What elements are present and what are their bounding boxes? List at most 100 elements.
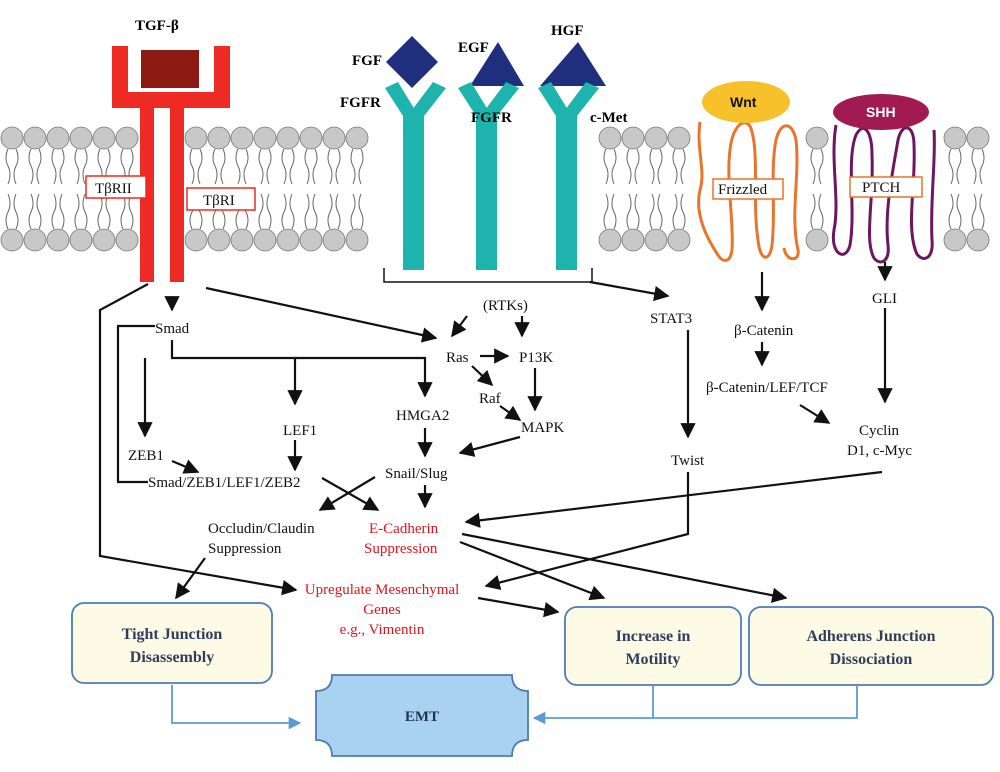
adherens-junction-box: Adherens Junction Dissociation	[748, 606, 994, 686]
lipid-tail	[5, 193, 11, 230]
lipid-tail	[634, 148, 640, 185]
tight-junction-line1: Tight Junction	[122, 626, 223, 643]
lipid-tail	[74, 193, 80, 230]
shh-ptch	[831, 94, 936, 264]
upregulate-line1: Upregulate Mesenchymal	[305, 582, 460, 598]
hgf-label: HGF	[551, 23, 584, 39]
lipid-tail	[82, 148, 88, 185]
phospholipid-head	[345, 126, 369, 150]
zeb1-node: ZEB1	[128, 448, 164, 464]
tgf-beta-receptor	[85, 46, 256, 282]
lipid-tail	[818, 193, 824, 230]
lipid-tail	[235, 148, 241, 185]
lipid-tail	[258, 148, 264, 185]
lipid-tail	[189, 148, 195, 185]
adherens-line2: Dissociation	[830, 651, 913, 668]
lipid-tail	[626, 193, 632, 230]
phospholipid-head	[92, 228, 116, 252]
lipid-tail	[818, 148, 824, 185]
ptch-label: PTCH	[862, 180, 901, 196]
lipid-tail	[948, 193, 954, 230]
phospholipid-head	[92, 126, 116, 150]
lipid-tail	[28, 193, 34, 230]
phospholipid-head	[115, 228, 139, 252]
phospholipid-head	[253, 228, 277, 252]
lipid-tail	[13, 148, 19, 185]
lipid-tail	[603, 148, 609, 185]
phospholipid-head	[598, 228, 622, 252]
lipid-tail	[603, 193, 609, 230]
lipid-tail	[105, 193, 111, 230]
phospholipid-head	[69, 126, 93, 150]
lipid-tail	[350, 148, 356, 185]
phospholipid-head	[621, 228, 645, 252]
lipid-tail	[51, 193, 57, 230]
lipid-tail	[335, 148, 341, 185]
lipid-tail	[327, 193, 333, 230]
emt-box: EMT	[315, 674, 529, 757]
phospholipid-head	[667, 228, 691, 252]
snail-slug-node: Snail/Slug	[385, 466, 448, 482]
lipid-tail	[281, 148, 287, 185]
lipid-tail	[649, 193, 655, 230]
phospholipid-head	[46, 126, 70, 150]
lipid-tail	[971, 193, 977, 230]
cyclin-node-line1: Cyclin	[859, 423, 899, 439]
pathway-arrows	[98, 262, 893, 618]
lipid-tail	[258, 193, 264, 230]
lipid-tail	[289, 193, 295, 230]
motility-line2: Motility	[625, 651, 680, 668]
emt-connectors	[171, 685, 858, 730]
lipid-tail	[611, 148, 617, 185]
fgf-ligand	[386, 36, 438, 88]
raf-node: Raf	[479, 391, 501, 407]
lipid-tail	[13, 193, 19, 230]
lipid-tail	[97, 193, 103, 230]
lipid-tail	[672, 193, 678, 230]
phospholipid-head	[805, 228, 829, 252]
shh-label: SHH	[866, 104, 896, 120]
smad-node: Smad	[155, 321, 190, 337]
phospholipid-head	[69, 228, 93, 252]
lipid-tail	[304, 148, 310, 185]
phospholipid-head	[644, 228, 668, 252]
tgf-beta-label: TGF-β	[135, 18, 179, 34]
tbri-label: TβRI	[203, 193, 235, 209]
lipid-tail	[680, 193, 686, 230]
fgfr-label-1: FGFR	[340, 95, 381, 111]
lipid-tail	[28, 148, 34, 185]
lipid-tail	[680, 148, 686, 185]
phospholipid-head	[943, 228, 967, 252]
phospholipid-head	[966, 126, 990, 150]
lipid-tail	[810, 148, 816, 185]
phospholipid-head	[345, 228, 369, 252]
gli-node: GLI	[872, 291, 897, 307]
lipid-tail	[634, 193, 640, 230]
lipid-tail	[266, 193, 272, 230]
tight-junction-box: Tight Junction Disassembly	[71, 602, 273, 684]
phospholipid-head	[276, 228, 300, 252]
lipid-tail	[120, 193, 126, 230]
lipid-tail	[956, 193, 962, 230]
lipid-tail	[197, 148, 203, 185]
lipid-tail	[266, 148, 272, 185]
egf-ligand	[470, 42, 524, 86]
cyclin-node-line2: D1, c-Myc	[847, 443, 912, 459]
phospholipid-head	[207, 126, 231, 150]
lipid-tail	[979, 193, 985, 230]
tight-junction-line2: Disassembly	[130, 649, 214, 666]
hgf-ligand	[540, 42, 606, 86]
lipid-tail	[36, 148, 42, 185]
phospholipid-head	[943, 126, 967, 150]
lipid-tail	[672, 148, 678, 185]
lipid-tail	[312, 148, 318, 185]
lipid-tail	[51, 148, 57, 185]
lipid-tail	[312, 193, 318, 230]
lipid-tail	[657, 148, 663, 185]
phospholipid-head	[299, 126, 323, 150]
lef1-node: LEF1	[283, 423, 317, 439]
upregulate-line2: Genes	[363, 602, 401, 618]
phospholipid-head	[805, 126, 829, 150]
rtks-node: (RTKs)	[483, 298, 528, 314]
lipid-tail	[212, 148, 218, 185]
